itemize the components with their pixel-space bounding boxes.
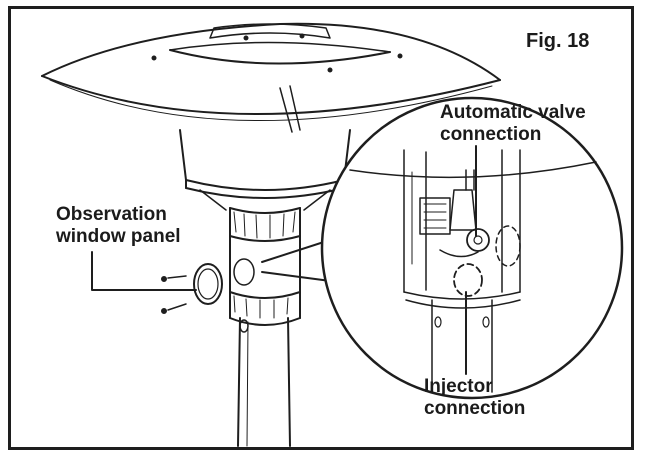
heater-pole [237,317,291,447]
injector-label-line1: Injector [424,376,493,397]
burner-cylinder [179,129,351,211]
automatic-valve-label: Automatic valve connection [440,102,586,146]
automatic-valve-label-line1: Automatic valve [440,102,586,123]
injector-label-line2: connection [424,398,526,419]
zoom-detail [320,96,624,400]
automatic-valve-label-line2: connection [440,124,542,145]
observation-window-panel [161,258,255,314]
observation-window-label-line1: Observation [56,204,167,225]
observation-window-label-line2: window panel [56,226,181,247]
callout-leaders [91,145,477,375]
injector-connection-label: Injector connection [424,376,525,420]
observation-window-label: Observation window panel [56,204,181,248]
figure-label: Fig. 18 [526,30,590,52]
burner-housing [229,207,301,326]
reflector-hood [41,22,501,133]
